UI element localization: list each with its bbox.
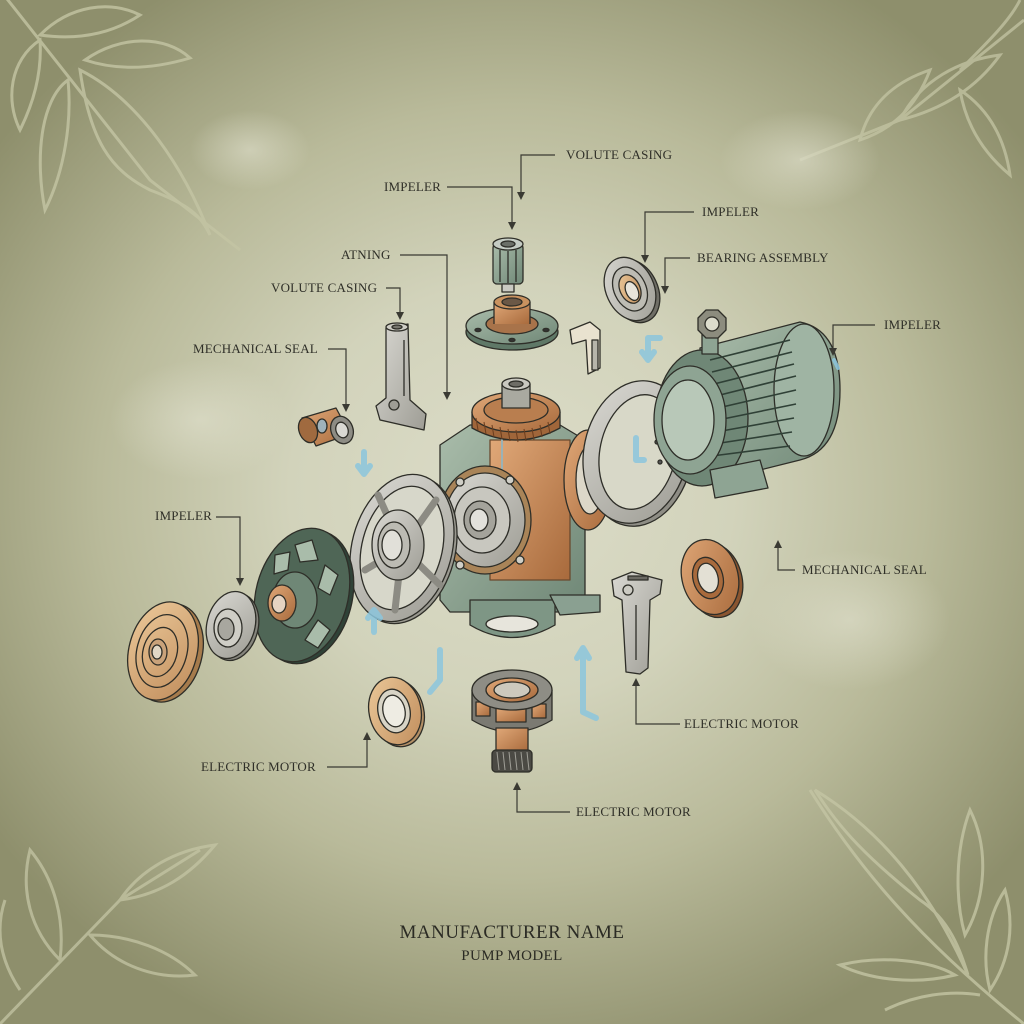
label-electric-motor-bottom-center: ELECTRIC MOTOR	[576, 804, 691, 819]
impeller-disk-part	[253, 527, 355, 665]
manufacturer-name: MANUFACTURER NAME	[399, 922, 625, 943]
label-impeler-top: IMPELER	[384, 179, 442, 194]
pump-model: PUMP MODEL	[461, 948, 563, 964]
label-bearing-assembly: BEARING ASSEMBLY	[697, 250, 829, 265]
electric-motor-part	[653, 309, 841, 499]
label-atning: ATNING	[341, 247, 391, 262]
bearing-flange-part	[465, 294, 559, 351]
label-impeler-upper-right: IMPELER	[702, 204, 760, 219]
flow-arrow-icon	[639, 349, 657, 363]
retaining-clip-part	[569, 321, 601, 375]
label-mechanical-seal-right: MECHANICAL SEAL	[802, 562, 927, 577]
label-electric-motor-bottom-left: ELECTRIC MOTOR	[201, 759, 316, 774]
label-electric-motor-bottom-right: ELECTRIC MOTOR	[684, 716, 799, 731]
leader-lines	[216, 154, 875, 813]
label-impeler-right: IMPELER	[884, 317, 942, 332]
flow-arrow-icon	[427, 647, 443, 695]
flow-arrow-icon	[580, 647, 599, 721]
leaf-decoration-top-left-icon	[5, 0, 241, 252]
flow-arrow-icon	[355, 463, 373, 477]
leader-arrowheads	[236, 192, 837, 790]
copper-seal-ring-part	[680, 538, 744, 619]
tan-washer-part	[367, 676, 426, 748]
impeller-nut-part	[492, 237, 524, 293]
flow-arrows	[355, 335, 840, 721]
flow-arrow-icon	[645, 335, 663, 359]
rotor-shaft-part	[471, 669, 553, 773]
volute-casing-bracket-part	[375, 322, 427, 431]
label-volute-casing-top: VOLUTE CASING	[566, 147, 673, 162]
steel-washer-part	[205, 590, 260, 662]
spoked-pulley-part	[349, 473, 458, 625]
flow-arrow-icon	[633, 435, 647, 463]
flow-arrow-icon	[574, 645, 592, 661]
leaf-decoration-bottom-right-icon	[808, 788, 1024, 1024]
flow-arrow-icon	[365, 607, 383, 621]
label-impeler-left: IMPELER	[155, 508, 213, 523]
bearing-ring-part	[603, 256, 661, 324]
label-mechanical-seal-left: MECHANICAL SEAL	[193, 341, 318, 356]
flow-arrow-icon	[832, 358, 840, 370]
tan-pulley-disk-part	[127, 601, 204, 703]
label-volute-casing-left: VOLUTE CASING	[271, 280, 378, 295]
drive-gear-part	[471, 377, 561, 443]
mechanical-seal-part	[297, 407, 355, 447]
leaf-decoration-bottom-left-icon	[0, 843, 219, 1024]
support-bracket-part	[611, 571, 663, 675]
